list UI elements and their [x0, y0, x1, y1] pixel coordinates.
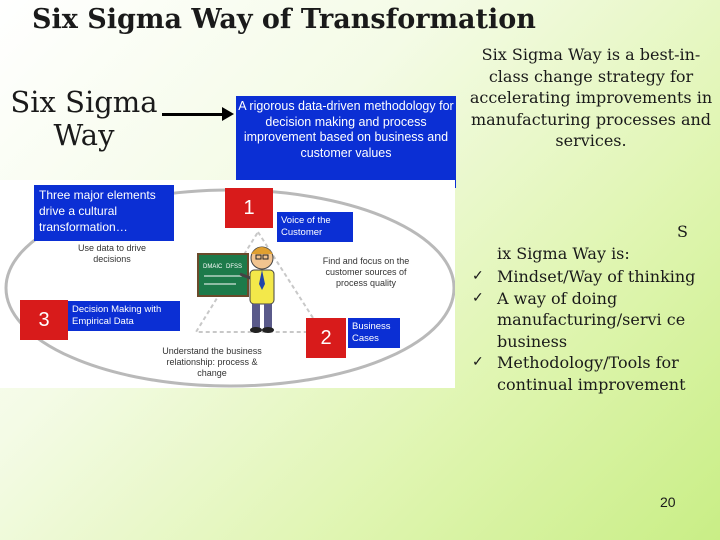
arrow-right-icon	[222, 107, 234, 121]
definition-box: A rigorous data-driven methodology for d…	[236, 96, 456, 188]
voice-of-customer-label: Voice of the Customer	[277, 212, 353, 242]
element-1-number: 1	[225, 188, 273, 228]
use-data-note: Use data to drive decisions	[77, 243, 147, 264]
list-item: ✓ Methodology/Tools for continual improve…	[470, 352, 710, 395]
three-elements-box: Three major elements drive a cultural tr…	[34, 185, 174, 241]
slide-title: Six Sigma Way of Transformation	[32, 4, 536, 35]
intro-text: Six Sigma Way is a best-in-class change …	[469, 45, 713, 150]
transformation-diagram: DMAIC DFSS Three major elements drive a …	[0, 180, 455, 388]
check-icon: ✓	[472, 268, 484, 284]
diagram-shapes: DMAIC DFSS	[4, 188, 455, 388]
empirical-data-label: Decision Making with Empirical Data	[68, 301, 180, 331]
find-focus-note: Find and focus on the customer sources o…	[322, 256, 410, 288]
board-label-dmaic: DMAIC	[203, 264, 223, 270]
element-2-number: 2	[306, 318, 346, 358]
definition-list: ✓ Mindset/Way of thinking ✓ A way of doing…	[470, 266, 710, 395]
list-item-text: Methodology/Tools for continual improvem…	[497, 353, 686, 394]
presenter-icon	[239, 246, 275, 333]
list-item-text: A way of doing manufacturing/servi ce bu…	[497, 288, 686, 351]
business-cases-label: Business Cases	[348, 318, 400, 348]
is-line: ix Sigma Way is:	[497, 244, 630, 263]
check-icon: ✓	[472, 289, 484, 306]
arrow-line	[162, 113, 224, 116]
check-icon: ✓	[472, 354, 484, 370]
s-letter: S	[677, 222, 688, 241]
board-label-dfss: DFSS	[226, 264, 242, 270]
page-number: 20	[660, 494, 676, 510]
list-item: ✓ Mindset/Way of thinking	[470, 266, 710, 288]
element-3-number: 3	[20, 300, 68, 340]
list-item: ✓ A way of doing manufacturing/servi ce b…	[470, 288, 710, 353]
understand-note: Understand the business relationship: pr…	[162, 346, 262, 378]
six-sigma-way-label: Six Sigma Way	[10, 85, 158, 152]
list-item-text: Mindset/Way of thinking	[497, 267, 696, 286]
